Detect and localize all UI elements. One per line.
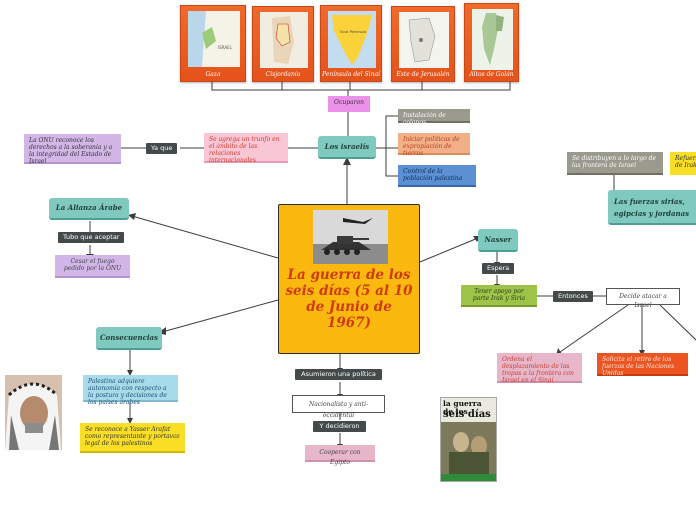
solicita-retiro-note[interactable]: Solicita el retiro de los fuerzas de las…	[597, 353, 688, 377]
map-label-golan: Altos de Golán	[469, 71, 514, 78]
ordena-desplazamiento-note[interactable]: Ordena el desplazamiento de las tropas a…	[497, 353, 582, 384]
map-card-jerusalen[interactable]: Este de Jerusalén	[391, 6, 455, 82]
arafat-photo	[5, 375, 62, 450]
nasser-node[interactable]: Nasser	[478, 229, 518, 252]
expropiacion-item[interactable]: Iniciar políticas de expropiación de tie…	[398, 133, 470, 157]
book-title-line-2: seis días	[443, 409, 491, 420]
map-label-jerusalen: Este de Jerusalén	[396, 71, 450, 78]
israelis-node[interactable]: Los israelís	[318, 136, 376, 159]
decide-atacar-note[interactable]: Decide atacar a Israel	[606, 288, 680, 309]
refuerzo-line-1: Refuerzo	[675, 155, 696, 162]
asumieron-politica-tag[interactable]: Asumieron una política	[295, 369, 382, 380]
book-cover: la guerra de los seis días	[440, 397, 497, 482]
palestina-autonomia-note[interactable]: Palestina adquiere autonomía con respect…	[83, 375, 178, 406]
fuerzas-sirias-node[interactable]: Las fuerzas sirias, egipcias y jordanas	[608, 190, 696, 225]
onu-reconoce-note[interactable]: La ONU reconoce los derechos a la sobera…	[24, 134, 121, 165]
map-label-sinai: Península del Sinaí	[322, 71, 380, 78]
yasser-arafat-note[interactable]: Se reconoce a Yasser Arafat como represe…	[80, 423, 185, 453]
gaza-map-image: ISRAEL	[188, 11, 240, 67]
control-poblacion-item[interactable]: Control de la población palestina	[398, 165, 476, 187]
book-title-line-1: la guerra de los	[443, 399, 482, 416]
distribuyen-frontera-note[interactable]: Se distribuyen a lo largo de las fronter…	[567, 152, 663, 175]
refuerzo-irak-note[interactable]: Refuerzo de Irak	[670, 152, 696, 175]
entonces-tag[interactable]: Entonces	[553, 291, 593, 302]
y-decidieron-tag[interactable]: Y decidieron	[313, 421, 366, 432]
book-cover-art	[441, 422, 496, 481]
relaciones-internacionales-note[interactable]: Se agrega un trunfo en el ámbito de las …	[204, 133, 288, 164]
map-card-cisjordania[interactable]: Cisjordania	[252, 6, 314, 82]
map-label-cisjordania: Cisjordania	[265, 71, 301, 78]
map-inner-label-israel: ISRAEL	[218, 45, 233, 50]
tubo-que-aceptar-tag[interactable]: Tubo que aceptar	[58, 232, 124, 243]
central-topic[interactable]: La guerra de los seis días (5 al 10 de J…	[278, 204, 420, 354]
cooperar-egipto-note[interactable]: Cooperar con Egipto	[305, 445, 375, 466]
map-card-golan[interactable]: Altos de Golán	[464, 3, 519, 82]
nacionalista-note[interactable]: Nacionalista y anti-occidental	[292, 395, 385, 419]
map-card-gaza[interactable]: ISRAEL Gaza	[180, 5, 246, 82]
cesar-fuego-note[interactable]: Cesar el fuego pedido por la ONU	[55, 255, 130, 278]
central-topic-title: La guerra de los seis días (5 al 10 de J…	[285, 267, 413, 331]
map-inner-label-sinai: Sinai Peninsula	[340, 30, 366, 34]
colonos-item[interactable]: Instalación de colonos	[398, 109, 470, 126]
alianza-arabe-node[interactable]: La Alianza Árabe	[49, 198, 129, 220]
cisjordania-map-image	[260, 12, 308, 68]
sinai-map-image: Sinai Peninsula	[328, 11, 376, 68]
ya-que-tag[interactable]: Ya que	[146, 143, 178, 154]
map-label-gaza: Gaza	[205, 71, 221, 78]
map-card-sinai[interactable]: Sinai Peninsula Península del Sinaí	[320, 5, 382, 82]
ocuparon-label[interactable]: Ocuparon	[328, 96, 370, 112]
refuerzo-line-2: de Irak	[675, 162, 696, 169]
war-photo	[313, 210, 388, 264]
espera-tag[interactable]: Espera	[482, 263, 515, 274]
apoyo-irak-siria-note[interactable]: Tener apoyo por parte Irak y Siria	[461, 285, 537, 307]
consecuencias-node[interactable]: Consecuencias	[96, 327, 162, 350]
golan-map-image	[472, 9, 513, 70]
jerusalen-map-image	[399, 12, 449, 68]
